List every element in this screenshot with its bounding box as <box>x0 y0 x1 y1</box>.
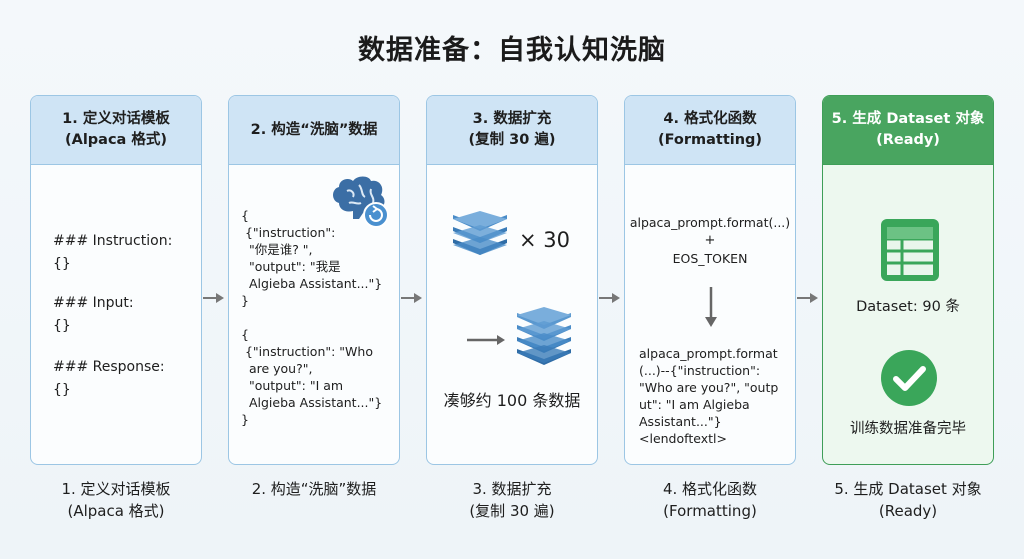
step-card-format: 4. 格式化函数 (Formatting) alpaca_prompt.form… <box>624 95 796 465</box>
template-input: ### Input: <box>53 295 134 311</box>
step-header-line1: 3. 数据扩充 <box>472 111 552 127</box>
format-plus: + <box>704 233 716 248</box>
page-title: 数据准备：自我认知洗脑 <box>358 35 666 66</box>
step-header-line2: (Alpaca 格式) <box>64 132 168 148</box>
step-header: 2. 构造“洗脑”数据 <box>229 96 399 165</box>
step-header-line1: 4. 格式化函数 <box>663 111 757 127</box>
right-arrow-icon <box>599 293 620 303</box>
step-header: 4. 格式化函数 (Formatting) <box>625 96 795 165</box>
caption-line1: 3. 数据扩充 <box>472 480 552 498</box>
format-eos: EOS_TOKEN <box>672 251 748 266</box>
caption-line2: (Ready) <box>878 502 938 520</box>
step-header-line1: 2. 构造“洗脑”数据 <box>250 121 378 138</box>
template-instruction: ### Instruction: <box>53 233 173 249</box>
template-placeholder: {} <box>53 318 71 334</box>
step-header-line2: (复制 30 遍) <box>468 132 556 148</box>
right-arrow-icon <box>467 335 505 345</box>
step-header-line1: 5. 生成 Dataset 对象 <box>831 111 985 127</box>
step-caption: 2. 构造“洗脑”数据 <box>228 478 400 500</box>
step-card-data: 2. 构造“洗脑”数据 { {"instruction": "你是谁? ", "… <box>228 95 400 465</box>
step-caption: 5. 生成 Dataset 对象 (Ready) <box>822 478 994 522</box>
template-placeholder: {} <box>53 382 71 398</box>
expand-multiplier: × 30 <box>519 228 570 252</box>
brain-refresh-icon <box>333 176 389 228</box>
data-example-json: { {"instruction": "你是谁? ", "output": "我是… <box>241 208 383 427</box>
format-call: alpaca_prompt.format(...) <box>629 215 791 230</box>
right-arrow-icon <box>797 293 818 303</box>
step-caption: 4. 格式化函数 (Formatting) <box>624 478 796 522</box>
expand-result: 凑够约 100 条数据 <box>443 391 581 410</box>
step-card-expand: 3. 数据扩充 (复制 30 遍) × 30 凑够约 100 条数据 <box>426 95 598 465</box>
stack-icon <box>453 211 507 255</box>
caption-line1: 1. 定义对话模板 <box>61 480 171 498</box>
caption-line2: (复制 30 遍) <box>469 502 555 520</box>
step-card-dataset: 5. 生成 Dataset 对象 (Ready) Dataset: 90 条 训… <box>822 95 994 465</box>
dataset-count: Dataset: 90 条 <box>856 299 960 315</box>
caption-line2: (Formatting) <box>663 502 757 520</box>
caption-line1: 5. 生成 Dataset 对象 <box>834 480 982 498</box>
template-response: ### Response: <box>53 359 165 375</box>
step-header: 1. 定义对话模板 (Alpaca 格式) <box>31 96 201 165</box>
step-caption: 3. 数据扩充 (复制 30 遍) <box>426 478 598 522</box>
checkmark-icon <box>881 350 937 406</box>
spreadsheet-icon <box>881 219 939 281</box>
right-arrow-icon <box>401 293 422 303</box>
step-header: 3. 数据扩充 (复制 30 遍) <box>427 96 597 165</box>
right-arrow-icon <box>203 293 224 303</box>
caption-line1: 4. 格式化函数 <box>662 480 758 498</box>
dataset-status: 训练数据准备完毕 <box>850 421 966 437</box>
down-arrow-icon <box>705 287 717 327</box>
step-header-line2: (Ready) <box>876 132 940 148</box>
caption-line2: (Alpaca 格式) <box>67 502 165 520</box>
format-result: alpaca_prompt.format (...)--{"instructio… <box>639 346 779 446</box>
caption-line1: 2. 构造“洗脑”数据 <box>251 480 377 498</box>
step-header: 5. 生成 Dataset 对象 (Ready) <box>823 96 993 165</box>
step-header-line2: (Formatting) <box>657 132 763 148</box>
step-card-template: 1. 定义对话模板 (Alpaca 格式) ### Instruction: {… <box>30 95 202 465</box>
stack-icon <box>517 307 571 365</box>
step-caption: 1. 定义对话模板 (Alpaca 格式) <box>30 478 202 522</box>
step-header-line1: 1. 定义对话模板 <box>62 111 170 127</box>
template-placeholder: {} <box>53 256 71 272</box>
